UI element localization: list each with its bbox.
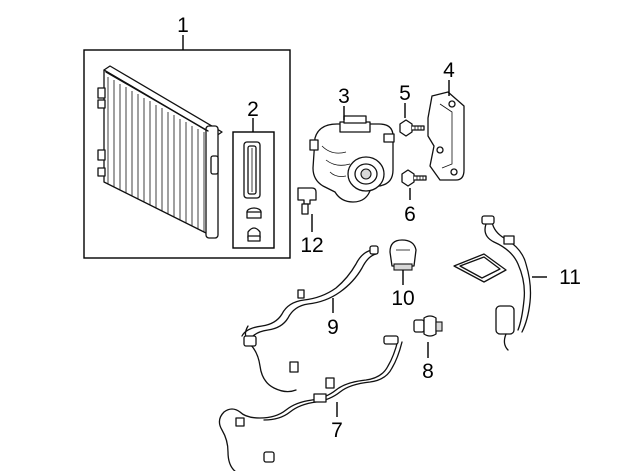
condenser-icon (97, 65, 223, 239)
bolt-icon (399, 119, 425, 137)
mounting-bracket-icon (427, 91, 465, 181)
expansion-valve-icon (389, 239, 417, 271)
condenser-frame (83, 49, 291, 259)
condenser-group (83, 35, 291, 259)
callout-4: 4 (443, 59, 455, 82)
receiver-drier-kit-icon (243, 141, 262, 242)
callout-7: 7 (331, 419, 343, 442)
callout-6: 6 (404, 203, 416, 226)
callout-labels: 1 2 3 4 5 6 7 8 9 10 11 12 (177, 14, 581, 442)
discharge-hose-icon (218, 335, 403, 471)
callout-5: 5 (399, 82, 411, 105)
leader-lines (311, 80, 547, 417)
bolt-icon (401, 169, 427, 187)
callout-10: 10 (391, 287, 414, 310)
callout-8: 8 (422, 360, 434, 383)
callout-12: 12 (300, 234, 323, 257)
liquid-line-icon (241, 245, 379, 393)
callout-2: 2 (247, 98, 259, 121)
pressure-switch-icon (413, 315, 443, 337)
callout-9: 9 (327, 316, 339, 339)
suction-hose-icon (453, 215, 532, 351)
callout-1: 1 (177, 14, 189, 37)
sensor-connector-icon (297, 187, 317, 215)
callout-3: 3 (338, 85, 350, 108)
compressor-icon (309, 115, 395, 203)
callout-11: 11 (559, 266, 581, 289)
